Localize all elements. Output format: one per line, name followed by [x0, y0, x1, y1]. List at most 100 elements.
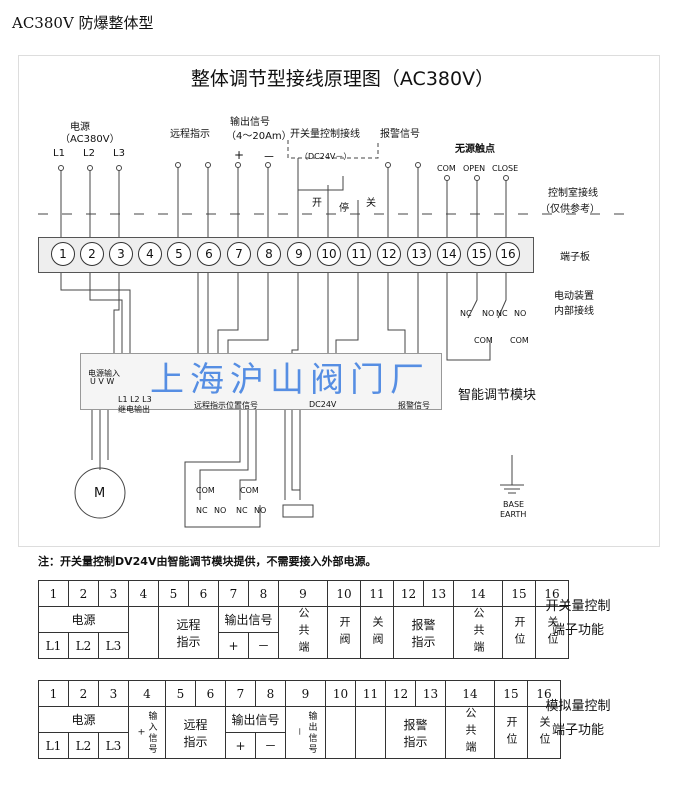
t1-l3: L3 — [98, 632, 129, 659]
output-sub-label: （4～20Am） — [226, 131, 292, 142]
wiring-note: 注：开关量控制DV24V由智能调节模块提供，不需要接入外部电源。 — [38, 555, 377, 568]
t2-num: 2 — [68, 680, 99, 707]
module-power-in-label: 电源输入 — [88, 369, 120, 378]
close-en-label: CLOSE — [492, 164, 519, 173]
t1-num: 2 — [68, 580, 99, 607]
switch-control-table: 1 2 3 4 5 6 7 8 9 10 11 12 13 14 15 16 电… — [38, 580, 569, 659]
module-pos-out-label: 位置信号 — [226, 401, 258, 410]
t2-plus: + — [225, 732, 256, 759]
module-l123-label: L1 L2 L3 — [118, 395, 152, 404]
control-room-label: 控制室接线 — [548, 188, 598, 199]
diagram-frame — [18, 55, 660, 547]
internal-nc-label-1: NC — [460, 309, 472, 318]
terminal-10: 10 — [317, 242, 341, 266]
t2-t15: 开位 — [494, 706, 528, 759]
t1-t9: 公共端 — [278, 606, 328, 659]
output-plus-label: + — [234, 148, 245, 162]
phase-l2-label: L2 — [83, 148, 95, 159]
com-label: COM — [437, 164, 456, 173]
module-relay-out-label: 继电输出 — [118, 405, 150, 414]
power-sub-label: （AC380V） — [60, 134, 120, 145]
switch-nc-label-1: NC — [196, 506, 208, 515]
t1-num: 8 — [248, 580, 279, 607]
internal-no-label-2: NO — [514, 309, 527, 318]
t1-num: 12 — [393, 580, 424, 607]
t1-t14: 公共端 — [453, 606, 503, 659]
internal-nc-label-2: NC — [496, 309, 508, 318]
switch-no-label-1: NO — [214, 506, 227, 515]
table1-caption: 开关量控制 端子功能 — [545, 599, 611, 638]
alarm-label: 报警信号 — [380, 129, 420, 140]
t2-num: 8 — [255, 680, 286, 707]
remote-label: 远程指示 — [170, 129, 210, 140]
t2-minus: － — [255, 732, 286, 759]
t1-num: 7 — [218, 580, 249, 607]
t2-num: 3 — [98, 680, 129, 707]
output-label: 输出信号 — [230, 117, 270, 128]
t2-output: 输出信号 — [225, 706, 286, 733]
t1-t16: 关位 — [535, 606, 569, 659]
t1-num: 11 — [360, 580, 394, 607]
internal-com-label-1: COM — [474, 336, 493, 345]
t1-num: 3 — [98, 580, 129, 607]
t2-num: 15 — [494, 680, 528, 707]
terminal-6: 6 — [197, 242, 221, 266]
passive-contact-label: 无源触点 — [455, 144, 495, 155]
t1-num: 4 — [128, 580, 159, 607]
terminal-13: 13 — [407, 242, 431, 266]
terminal-7: 7 — [227, 242, 251, 266]
switch-stop-label: 停 — [339, 203, 349, 214]
t1-num: 5 — [158, 580, 189, 607]
t2-t9: 输出信号－ — [285, 706, 326, 759]
t2-num: 7 — [225, 680, 256, 707]
terminal-14: 14 — [437, 242, 461, 266]
module-uvw-label: U V W — [90, 377, 115, 386]
terminal-15: 15 — [467, 242, 491, 266]
wiring-diagram — [38, 140, 630, 528]
t2-num: 12 — [385, 680, 416, 707]
switch-open-label: 开 — [312, 198, 322, 209]
module-alarm-out-label: 报警信号 — [398, 401, 430, 410]
internal-com-label-2: COM — [510, 336, 529, 345]
t1-num: 10 — [327, 580, 361, 607]
t1-plus: + — [218, 632, 249, 659]
t2-num: 11 — [355, 680, 386, 707]
module-dc24-label: DC24V — [309, 400, 337, 409]
dc24-label: （DC24V－） — [300, 152, 352, 161]
t1-power: 电源 — [38, 606, 129, 633]
terminal-9: 9 — [287, 242, 311, 266]
t1-t11: 关阀 — [360, 606, 394, 659]
t1-l1: L1 — [38, 632, 69, 659]
t2-l1: L1 — [38, 732, 69, 759]
smart-control-module — [80, 353, 442, 410]
terminal-board-label: 端子板 — [560, 252, 590, 263]
terminal-1: 1 — [51, 242, 75, 266]
power-label: 电源 — [70, 122, 90, 133]
t2-t16: 关位 — [527, 706, 561, 759]
motor-label: M — [94, 486, 106, 501]
smart-module-label: 智能调节模块 — [458, 388, 537, 403]
t1-num: 16 — [535, 580, 569, 607]
t1-num: 6 — [188, 580, 219, 607]
analog-control-table: 1 2 3 4 5 6 7 8 9 10 11 12 13 14 15 16 电… — [38, 680, 561, 759]
t2-t14: 公共端 — [445, 706, 495, 759]
control-room-sub-label: （仅供参考） — [540, 204, 600, 215]
t2-num: 4 — [128, 680, 166, 707]
t2-num: 14 — [445, 680, 495, 707]
t2-alarm: 报警 指示 — [385, 706, 446, 759]
terminal-2: 2 — [80, 242, 104, 266]
t2-num: 1 — [38, 680, 69, 707]
terminal-12: 12 — [377, 242, 401, 266]
t2-num: 5 — [165, 680, 196, 707]
terminal-3: 3 — [109, 242, 133, 266]
t1-t15: 开位 — [502, 606, 536, 659]
internal-no-label-1: NO — [482, 309, 495, 318]
t1-num: 14 — [453, 580, 503, 607]
t1-num: 13 — [423, 580, 454, 607]
t2-l3: L3 — [98, 732, 129, 759]
switch-no-label-2: NO — [254, 506, 267, 515]
actuator-internal-label: 电动装置 — [554, 291, 594, 302]
switch-com-label-1: COM — [196, 486, 215, 495]
switch-ctrl-label: 开关量控制接线 — [290, 129, 360, 140]
